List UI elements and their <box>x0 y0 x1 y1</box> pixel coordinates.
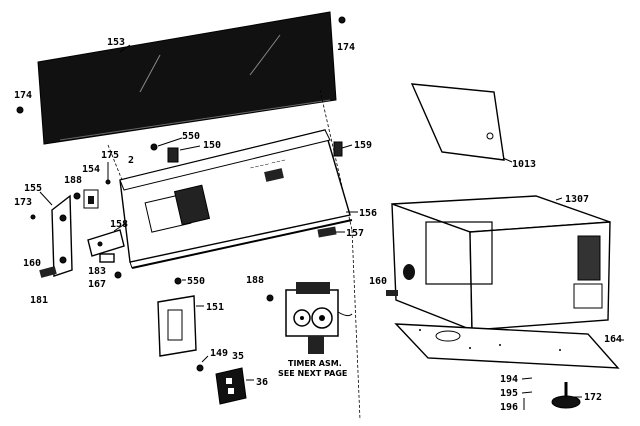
label-196: 196 <box>500 402 518 413</box>
label-155: 155 <box>24 183 42 194</box>
label-173: 173 <box>14 197 32 208</box>
label-156: 156 <box>359 208 377 219</box>
label-150: 150 <box>203 140 221 151</box>
screw-167 <box>114 271 122 279</box>
label-160-left: 160 <box>23 258 41 269</box>
label-2: 2 <box>128 155 134 166</box>
clip-159 <box>333 141 343 157</box>
label-1013: 1013 <box>512 159 536 170</box>
screw-149 <box>196 364 204 372</box>
screw-174-left <box>16 106 24 114</box>
label-149: 149 <box>210 348 228 359</box>
label-172: 172 <box>584 392 602 403</box>
glass-panel-153 <box>37 11 337 145</box>
label-36: 36 <box>256 377 268 388</box>
label-183: 183 <box>88 266 106 277</box>
bracket-160-right <box>386 290 398 296</box>
part-157 <box>317 226 337 238</box>
foot-172 <box>551 382 581 409</box>
label-1307: 1307 <box>565 194 589 205</box>
bracket-158 <box>87 229 125 257</box>
label-154: 154 <box>82 164 100 175</box>
control-panel-console: ~~~~ ~~~ <box>119 129 353 269</box>
screw-174-right <box>338 16 346 24</box>
bezel-151 <box>157 295 197 357</box>
base-plate-164 <box>394 323 620 369</box>
label-153: 153 <box>107 37 125 48</box>
screw-550-top <box>150 143 158 151</box>
label-159: 159 <box>354 140 372 151</box>
screw-188-right <box>266 294 274 302</box>
timer-assembly <box>285 282 353 354</box>
label-35: 35 <box>232 351 244 362</box>
bracket-160-left <box>39 266 57 278</box>
label-195: 195 <box>500 388 518 399</box>
label-188-left: 188 <box>64 175 82 186</box>
label-167: 167 <box>88 279 106 290</box>
bracket-154 <box>83 189 99 209</box>
end-cap-155 <box>51 194 73 277</box>
bracket-150 <box>167 147 179 163</box>
label-151: 151 <box>206 302 224 313</box>
label-175: 175 <box>101 150 119 161</box>
label-158: 158 <box>110 219 128 230</box>
label-174-right: 174 <box>337 42 355 53</box>
timer-caption-line1: TIMER ASM. <box>288 359 342 368</box>
label-181: 181 <box>30 295 48 306</box>
label-188-right: 188 <box>246 275 264 286</box>
label-550-top: 550 <box>182 131 200 142</box>
cabinet-1307 <box>391 195 611 332</box>
label-174-left: 174 <box>14 90 32 101</box>
label-157: 157 <box>346 228 364 239</box>
screw-173 <box>30 214 36 220</box>
label-160-right: 160 <box>369 276 387 287</box>
switch-36 <box>215 367 247 405</box>
label-164: 164 <box>604 334 622 345</box>
screw-188-left <box>73 192 81 200</box>
label-194: 194 <box>500 374 518 385</box>
screw-550-lower <box>174 277 182 285</box>
label-550-lower: 550 <box>187 276 205 287</box>
bracket-183 <box>99 253 115 263</box>
door-1013 <box>410 83 505 161</box>
screw-175 <box>105 179 111 185</box>
timer-caption-line2: SEE NEXT PAGE <box>278 369 347 378</box>
